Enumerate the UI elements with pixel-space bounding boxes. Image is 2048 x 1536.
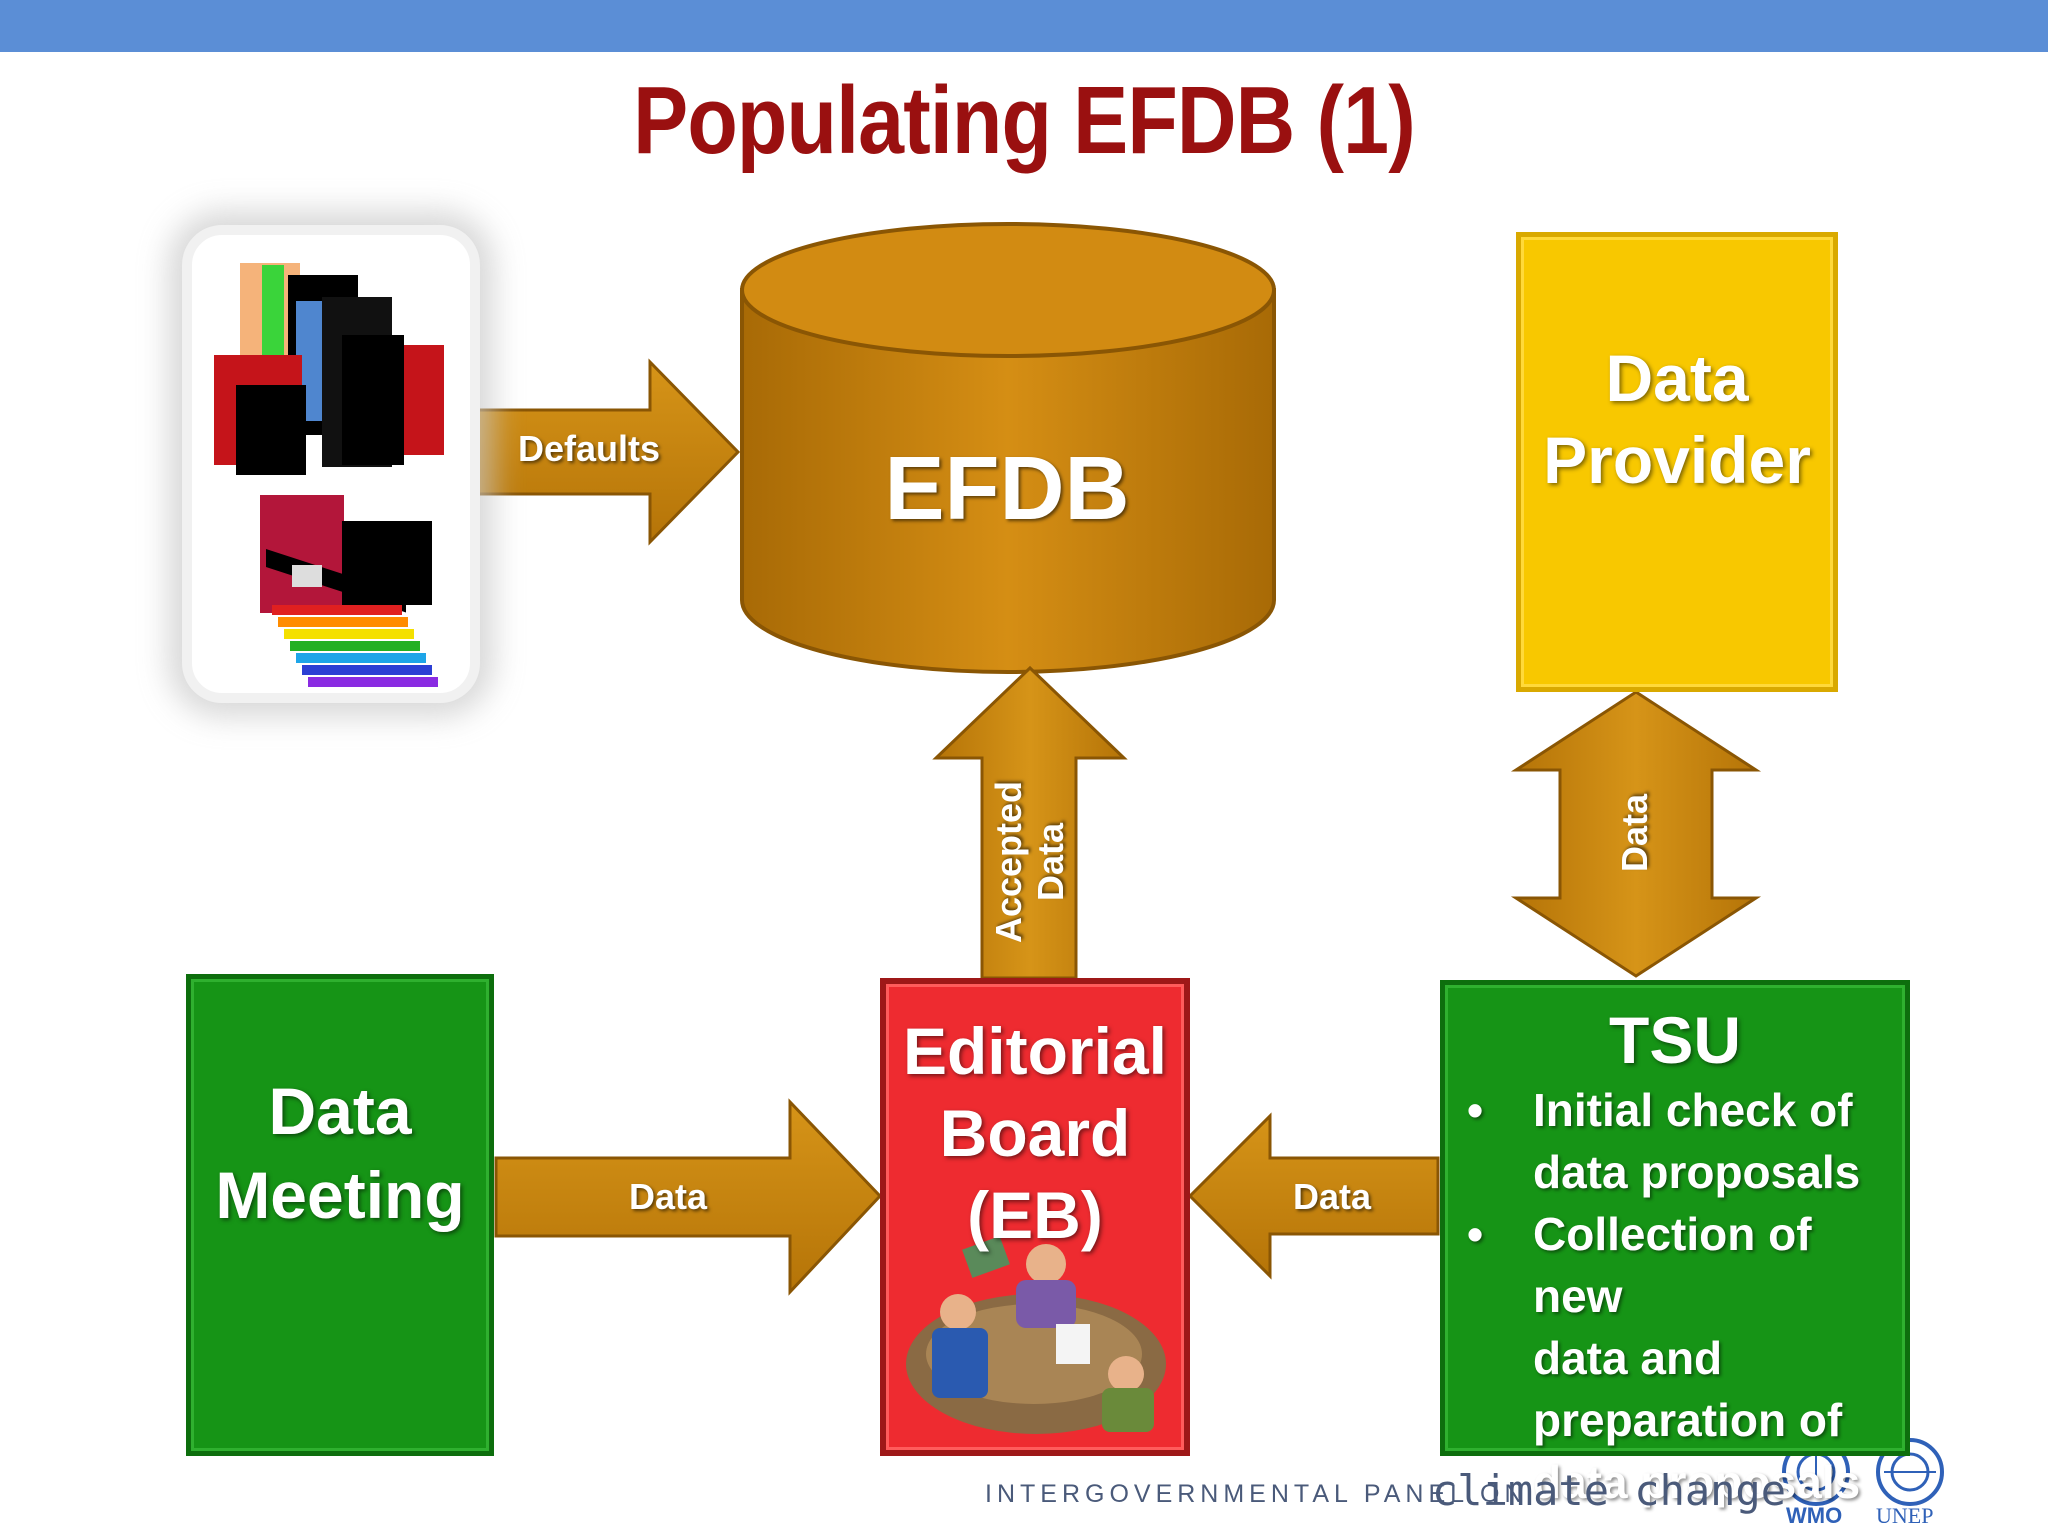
- meeting-data-label: Data: [628, 1176, 708, 1217]
- tsu-data-label: Data: [1292, 1176, 1372, 1217]
- data-provider-box: Data Provider: [1516, 232, 1838, 692]
- books-icon: [214, 263, 444, 687]
- footer-climate-change: climate change: [1432, 1466, 1787, 1515]
- editorial-board-box: Editorial Board (EB): [880, 978, 1190, 1456]
- editorial-board-line3: (EB): [967, 1178, 1103, 1252]
- data-meeting-line2: Meeting: [215, 1158, 465, 1232]
- meeting-data-arrow: [494, 1098, 883, 1296]
- unep-label: UNEP: [1876, 1503, 1934, 1528]
- efdb-label: EFDB: [884, 439, 1130, 539]
- tsu-task-item: • Initial check of data proposals: [1445, 1079, 1905, 1203]
- tsu-task-text: preparation of: [1533, 1394, 1843, 1446]
- tsu-data-arrow: [1187, 1112, 1440, 1280]
- data-meeting-box: Data Meeting: [186, 974, 494, 1456]
- tsu-box: TSU • Initial check of data proposals • …: [1440, 980, 1910, 1508]
- accepted-data-line1: Accepted: [988, 780, 1029, 944]
- footer-org-name: INTERGOVERNMENTAL PANEL ON: [985, 1480, 1528, 1508]
- accepted-data-arrow: [932, 665, 1128, 980]
- tsu-task-list: • Initial check of data proposals • Coll…: [1445, 1079, 1905, 1513]
- data-meeting-line1: Data: [268, 1074, 412, 1148]
- bullet-icon: •: [1467, 1208, 1484, 1260]
- bullet-icon: •: [1467, 1084, 1484, 1136]
- tsu-task-item: • Collection of new data and preparation…: [1445, 1203, 1905, 1513]
- defaults-arrow: [472, 358, 741, 546]
- defaults-label: Defaults: [517, 428, 661, 469]
- tsu-task-text: data and: [1533, 1332, 1723, 1384]
- editorial-board-line2: Board: [939, 1096, 1131, 1170]
- tsu-task-text: data proposals: [1533, 1146, 1861, 1198]
- tsu-task-text: Initial check of: [1533, 1084, 1853, 1136]
- efdb-cylinder: [740, 222, 1276, 674]
- provider-data-label: Data: [1614, 793, 1655, 873]
- slide-title: Populating EFDB (1): [633, 67, 1416, 174]
- tsu-task-text: data proposals: [1533, 1456, 1861, 1508]
- editorial-board-line1: Editorial: [902, 1014, 1168, 1088]
- data-provider-line1: Data: [1605, 341, 1749, 415]
- tsu-task-text: Collection of new: [1533, 1208, 1812, 1322]
- wmo-label: WMO: [1786, 1503, 1843, 1528]
- unep-seal-icon: [1876, 1438, 1944, 1506]
- data-provider-line2: Provider: [1543, 423, 1811, 497]
- accepted-data-label: Accepted Data: [988, 767, 1072, 957]
- ipcc-guidelines-books-image: [182, 225, 480, 703]
- tsu-title: TSU: [1609, 1003, 1741, 1077]
- accepted-data-line2: Data: [1030, 822, 1071, 902]
- provider-data-arrow: [1510, 690, 1762, 978]
- top-bar: [0, 0, 2048, 52]
- meeting-clipart-image: [906, 1236, 1166, 1434]
